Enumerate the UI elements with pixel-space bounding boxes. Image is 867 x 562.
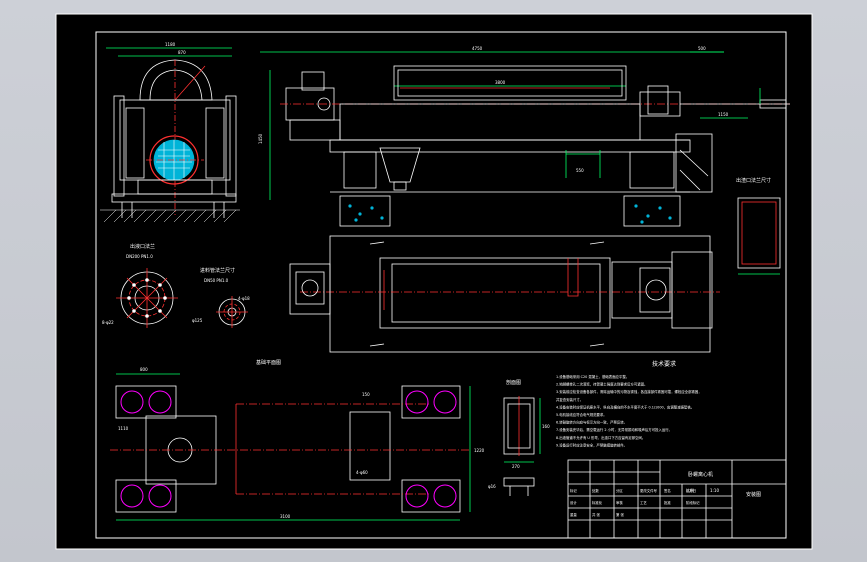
title-block-cell: 标准化 bbox=[592, 500, 603, 505]
inlet-flange-spec: DN200 PN1.0 bbox=[126, 254, 153, 259]
title-block-cell: 处数 bbox=[592, 488, 599, 493]
outer-frame bbox=[55, 13, 813, 550]
outlet-flange-title: 进料管法兰尺寸 bbox=[200, 267, 235, 274]
section-title: 剖面图 bbox=[506, 379, 521, 386]
tech-requirement-line: 8.出液管道不允许有 U 形弯，出渣口下方应留有足够空间。 bbox=[556, 435, 645, 440]
dim-foot-a: 550 bbox=[576, 168, 584, 173]
outlet-flange-spec: DN50 PN1.0 bbox=[204, 278, 229, 283]
title-block-cell: 分区 bbox=[616, 488, 623, 493]
tech-requirements: 1.设备基础采用 C20 混凝土，基础表面应平整。 2.地脚螺栓孔二次灌浆，待混凝… bbox=[556, 374, 702, 447]
title-block-cell: 批准 bbox=[664, 500, 671, 505]
dim-bolt-holes: 8-φ22 bbox=[102, 320, 114, 325]
title-block-cell: 阶段标记 bbox=[686, 500, 700, 505]
end-view: 1180 870 bbox=[100, 42, 240, 223]
tech-requirement-line: 6.转鼓旋转方向应与标示方向一致，严禁反转。 bbox=[556, 420, 627, 425]
title-block-cell: 签名 bbox=[664, 488, 671, 493]
section-view: 剖面图 270 160 φ16 bbox=[488, 379, 550, 496]
discharge-flange-title: 出渣口法兰尺寸 bbox=[736, 177, 771, 184]
title-drawing-name: 安装图 bbox=[746, 491, 761, 498]
dim-top-right: 500 bbox=[698, 46, 706, 51]
dim-hole-note: 4-φ60 bbox=[356, 470, 368, 475]
tech-req-title: 技术要求 bbox=[652, 360, 676, 368]
foundation-title: 基础平面图 bbox=[256, 359, 281, 366]
dim-left-height: 1450 bbox=[258, 133, 263, 144]
tech-requirement-line: 4.设备安装时应保证机座水平，纵向及横向的不水平度不大于 0.1/1000，应调… bbox=[556, 404, 694, 409]
paper-background bbox=[56, 14, 812, 549]
tech-requirement-line: 5.电机接线应符合电气规范要求。 bbox=[556, 412, 607, 417]
title-block-cell: 重量 bbox=[570, 512, 577, 517]
title-block-cell: 设计 bbox=[570, 500, 577, 505]
dim-pad-a: 150 bbox=[362, 392, 370, 397]
side-elevation: 4750 500 3800 1450 bbox=[258, 46, 790, 227]
tech-requirement-line: 3.安装前应检查设备各部件，清除运输中的污物及锈蚀，各连接部件紧固可靠，螺栓应全… bbox=[556, 389, 702, 394]
dim-drum-length: 3800 bbox=[495, 80, 506, 85]
dim-left-top2: 870 bbox=[178, 50, 186, 55]
inlet-flange-title: 出液口法兰 bbox=[130, 243, 155, 250]
dim-left-top: 1180 bbox=[165, 42, 176, 47]
title-block bbox=[567, 459, 787, 539]
tech-requirement-line: 并复查安装尺寸。 bbox=[556, 397, 583, 402]
dim-foundation-length: 3100 bbox=[280, 514, 291, 519]
dim-overall-length: 4750 bbox=[472, 46, 483, 51]
title-block-cell: 标记 bbox=[570, 488, 577, 493]
title-block-cell: 审核 bbox=[616, 500, 623, 505]
dim-foundation-top: 800 bbox=[140, 367, 148, 372]
dim-section-h: 160 bbox=[542, 424, 550, 429]
foundation-pads bbox=[120, 390, 457, 508]
discharge-flange-view: 出渣口法兰尺寸 bbox=[736, 177, 781, 275]
outlet-flange-view: 进料管法兰尺寸 DN50 PN1.0 φ125 4-φ18 bbox=[192, 267, 250, 328]
dim-right-small: 1150 bbox=[718, 112, 729, 117]
title-scale-value: 1:10 bbox=[710, 488, 719, 493]
inner-frame bbox=[95, 31, 787, 539]
title-block-cell: 更改文件号 bbox=[640, 488, 658, 493]
pad-right bbox=[623, 195, 681, 227]
plan-view bbox=[289, 235, 720, 353]
dim-bolt-circle: φ125 bbox=[192, 318, 203, 323]
dim-foundation-left: 1110 bbox=[118, 426, 129, 431]
dim-bolt-holes2: 4-φ18 bbox=[238, 296, 250, 301]
tech-requirement-line: 7.设备安装完毕后，需空载运行 2 小时，无异常振动和噪声后方可投入运行。 bbox=[556, 427, 672, 432]
title-scale-label: 比例 bbox=[686, 487, 694, 493]
dim-section-w: 270 bbox=[512, 464, 520, 469]
title-block-cell: 年月日 bbox=[686, 488, 696, 493]
title-block-cell: 第 张 bbox=[616, 512, 624, 517]
title-block-cell: 共 张 bbox=[592, 512, 600, 517]
pad-left bbox=[339, 195, 391, 227]
title-project: 卧螺离心机 bbox=[688, 471, 713, 478]
title-block-cell: 工艺 bbox=[640, 500, 647, 505]
dim-section-flange: φ16 bbox=[488, 484, 496, 489]
tech-requirement-line: 9.设备运行时应注意安全，严禁触摸旋转部件。 bbox=[556, 442, 627, 447]
inlet-flange-view: 出液口法兰 DN200 PN1.0 8-φ22 bbox=[102, 243, 178, 328]
tech-requirement-line: 1.设备基础采用 C20 混凝土，基础表面应平整。 bbox=[556, 374, 629, 379]
foundation-plan: 800 3100 1220 1110 4-φ60 150 bbox=[110, 367, 485, 521]
dim-foundation-width: 1220 bbox=[474, 448, 485, 453]
tech-requirement-line: 2.地脚螺栓孔二次灌浆，待混凝土强度达到要求后方可紧固。 bbox=[556, 382, 647, 387]
